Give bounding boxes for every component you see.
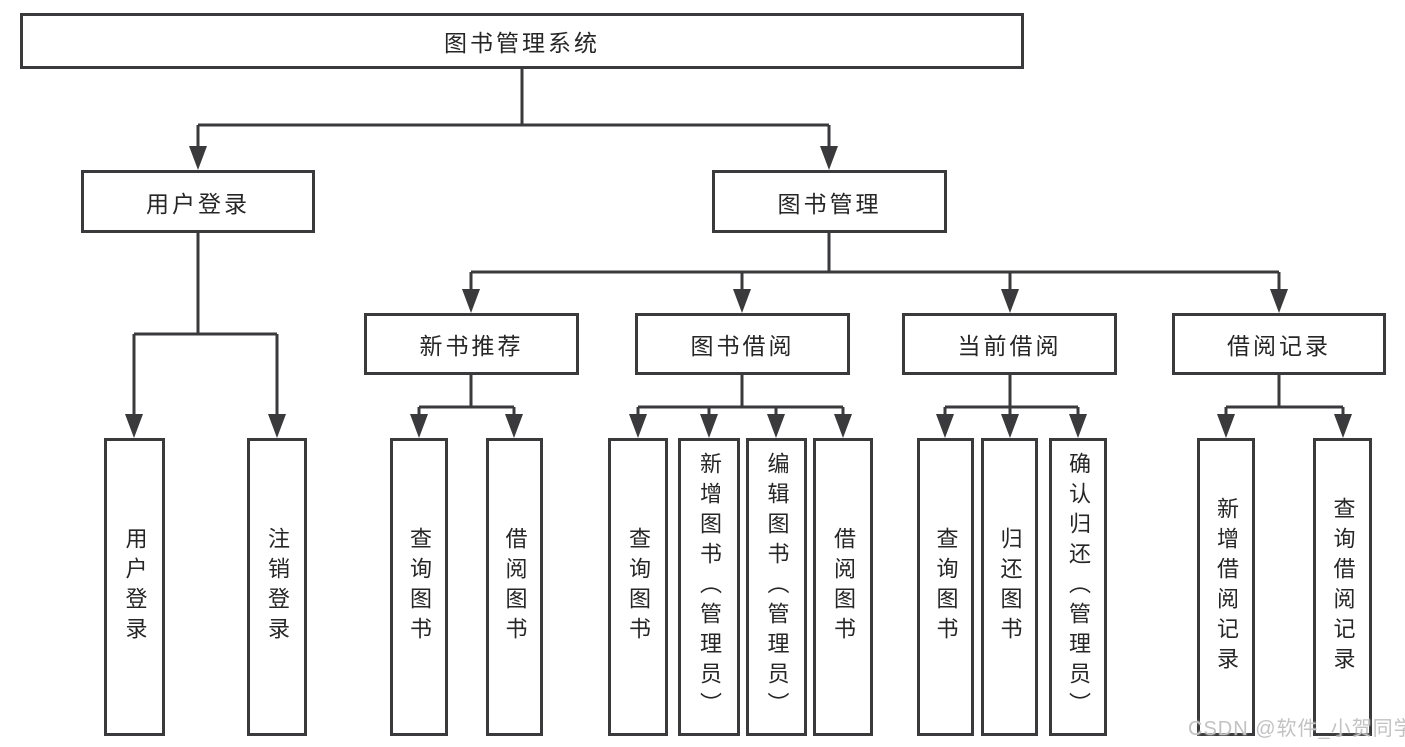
leaf-current-confirm-return-admin: 确认归还（管理员） [1049,438,1107,736]
node-new-book-recommend-label: 新书推荐 [419,333,524,359]
connector-user-login-to-leaves [125,233,286,438]
leaf-borrowing-query-books-label: 查询图书 [626,527,651,647]
leaf-borrowing-add-books-admin-label: 新增图书（管理员） [697,452,722,722]
leaf-newbook-query-books: 查询图书 [390,438,448,736]
leaf-borrowing-query-books: 查询图书 [608,438,668,736]
leaf-borrowing-borrow-books-label: 借阅图书 [831,527,856,647]
node-book-management-label: 图书管理 [777,190,882,217]
connector-root-to-level2 [189,69,838,170]
node-current-borrowing-label: 当前借阅 [957,333,1062,359]
leaf-logout: 注销登录 [247,438,307,736]
node-book-borrowing: 图书借阅 [635,313,850,375]
node-borrowing-records: 借阅记录 [1172,313,1386,375]
node-borrowing-records-label: 借阅记录 [1227,333,1331,359]
leaf-user-login: 用户登录 [104,438,165,736]
node-current-borrowing: 当前借阅 [902,313,1117,375]
leaf-current-query-books: 查询图书 [917,438,974,736]
leaf-borrowing-add-books-admin: 新增图书（管理员） [678,438,740,736]
node-book-management: 图书管理 [712,170,947,233]
leaf-newbook-borrow-books-label: 借阅图书 [502,527,528,647]
node-new-book-recommend: 新书推荐 [364,313,579,375]
leaf-current-query-books-label: 查询图书 [933,527,959,647]
leaf-records-add-record: 新增借阅记录 [1197,438,1255,736]
leaf-borrowing-edit-books-admin-label: 编辑图书（管理员） [764,452,790,722]
leaf-current-return-books: 归还图书 [981,438,1038,736]
leaf-user-login-label: 用户登录 [122,527,148,647]
connector-book-borrowing-to-leaves [629,375,852,438]
connector-book-management-to-level3 [462,233,1288,313]
leaf-borrowing-borrow-books: 借阅图书 [813,438,873,736]
node-user-login-label: 用户登录 [146,190,250,217]
node-root: 图书管理系统 [20,13,1024,69]
leaf-newbook-borrow-books: 借阅图书 [486,438,543,736]
leaf-records-add-record-label: 新增借阅记录 [1214,497,1239,677]
leaf-borrowing-edit-books-admin: 编辑图书（管理员） [746,438,807,736]
connector-current-borrowing-to-leaves [936,375,1087,438]
leaf-current-confirm-return-admin-label: 确认归还（管理员） [1066,452,1091,722]
leaf-newbook-query-books-label: 查询图书 [407,527,432,647]
node-user-login: 用户登录 [81,170,315,233]
leaf-records-query-record: 查询借阅记录 [1313,438,1372,736]
node-root-label: 图书管理系统 [444,30,600,56]
leaf-records-query-record-label: 查询借阅记录 [1330,497,1356,677]
node-book-borrowing-label: 图书借阅 [690,333,795,359]
csdn-watermark: CSDN @软件_小贺同学 [1188,718,1405,740]
leaf-current-return-books-label: 归还图书 [997,527,1023,647]
connector-borrowing-records-to-leaves [1217,375,1352,438]
leaf-logout-label: 注销登录 [265,527,290,647]
connector-new-book-recommend-to-leaves [410,375,523,438]
